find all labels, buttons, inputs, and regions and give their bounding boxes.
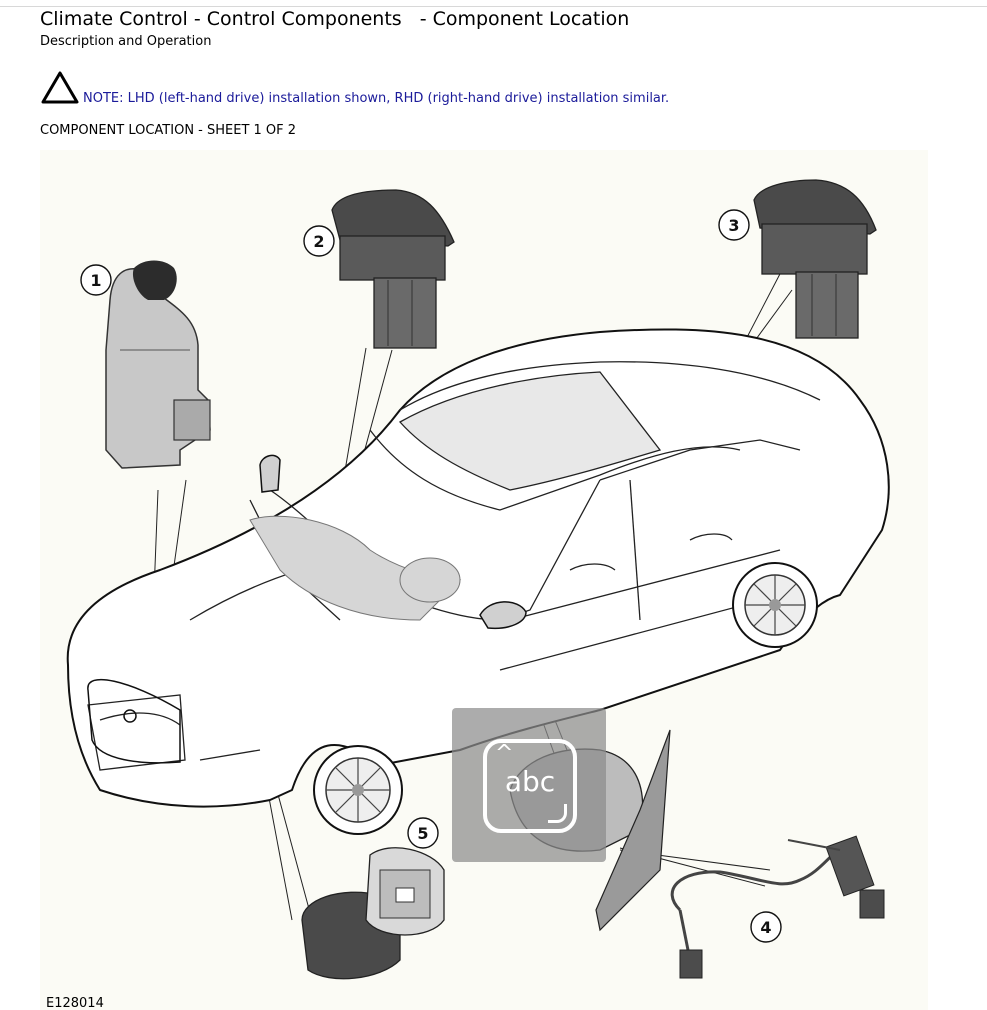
page-title: Climate Control - Control Components - Co…	[40, 8, 629, 30]
callouts	[80, 209, 782, 943]
note-text: NOTE: LHD (left-hand drive) installation…	[83, 91, 670, 106]
text-recognition-icon[interactable]: ^ abc	[483, 739, 577, 833]
corner-icon	[548, 804, 567, 823]
callout-4: 4	[760, 918, 771, 937]
callout-1: 1	[90, 271, 101, 290]
page-title-main: Climate Control - Control Components	[40, 8, 402, 30]
top-divider	[0, 6, 987, 7]
door-mirrors	[259, 454, 527, 630]
interior	[249, 515, 462, 621]
warning-triangle-icon	[41, 71, 79, 104]
component-location-figure: 1 2 3 4 5 E128014	[40, 150, 928, 1010]
car-body	[66, 328, 890, 808]
page-subtitle: Description and Operation	[40, 34, 212, 49]
wheels	[313, 562, 818, 835]
component-5-sensor	[301, 847, 445, 980]
grille	[87, 678, 181, 764]
component-4-sensor	[670, 835, 885, 979]
sunroof	[398, 371, 662, 491]
text-recognition-overlay[interactable]: ^ abc	[452, 708, 606, 862]
component-2-sensor	[331, 189, 455, 349]
callout-3: 3	[728, 216, 739, 235]
page-title-suffix: - Component Location	[419, 8, 630, 30]
text-recognition-label: abc	[504, 765, 556, 798]
component-1-sensor	[105, 260, 211, 469]
component-3-sensor	[753, 179, 877, 339]
figure-id: E128014	[46, 996, 104, 1010]
vehicle-illustration: 1 2 3 4 5	[66, 179, 890, 980]
callout-5: 5	[417, 824, 428, 843]
caret-icon: ^	[495, 741, 514, 766]
sheet-label: COMPONENT LOCATION - SHEET 1 OF 2	[40, 123, 297, 138]
callout-2: 2	[313, 232, 324, 251]
